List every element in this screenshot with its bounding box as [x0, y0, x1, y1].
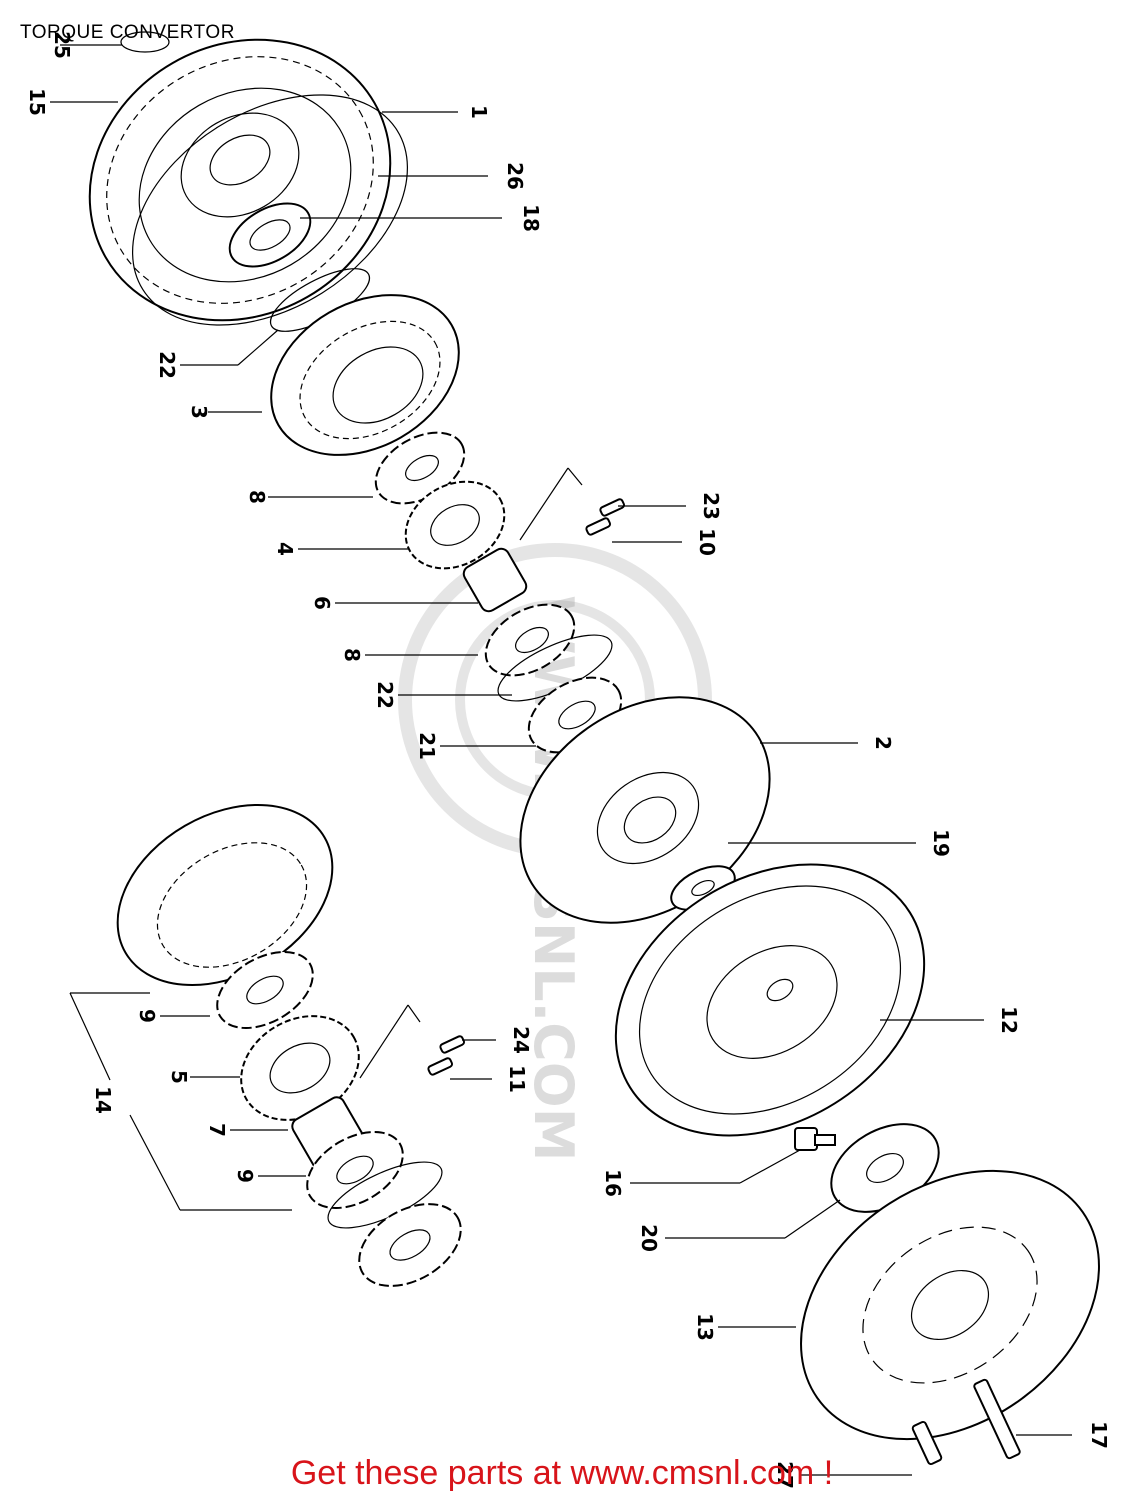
turbine-gear-part-15 — [88, 38, 392, 322]
plate-lower-left — [358, 1203, 462, 1287]
hub-part-6 — [462, 547, 528, 613]
pin-part-23 — [599, 498, 626, 517]
pin-part-10 — [585, 517, 612, 536]
callout-25: 25 — [50, 31, 74, 59]
callout-22-upper: 22 — [155, 351, 179, 379]
callout-26: 26 — [503, 162, 527, 190]
pin-part-24 — [439, 1035, 466, 1054]
callout-7: 7 — [205, 1123, 229, 1137]
callout-1: 1 — [467, 105, 491, 119]
callout-19: 19 — [929, 829, 953, 857]
callout-12: 12 — [997, 1006, 1021, 1034]
bolt-part-16 — [794, 1127, 836, 1151]
washer-part-9-lower — [306, 1131, 404, 1209]
cover-part-12 — [614, 863, 926, 1137]
callout-9-lower: 9 — [233, 1169, 257, 1183]
gear-part-4 — [404, 480, 506, 570]
callout-3: 3 — [187, 405, 211, 419]
bolt-part-17 — [973, 1378, 1021, 1460]
callout-2: 2 — [871, 736, 895, 750]
callout-17: 17 — [1087, 1421, 1111, 1449]
o-ring-part-25 — [120, 31, 170, 53]
diagram-title: TORQUE CONVERTOR — [20, 22, 235, 43]
footer-link-text[interactable]: Get these parts at www.cmsnl.com ! — [290, 1454, 834, 1492]
callout-11: 11 — [505, 1065, 529, 1093]
drive-plate-part-13 — [800, 1169, 1100, 1441]
callout-16: 16 — [601, 1169, 625, 1197]
stator-part-3 — [270, 294, 460, 456]
callout-22-lower: 22 — [373, 681, 397, 709]
callout-6: 6 — [310, 596, 334, 610]
callout-8-upper: 8 — [245, 490, 269, 504]
callout-4: 4 — [273, 542, 297, 556]
bearing-part-18 — [228, 202, 312, 268]
callout-8-lower: 8 — [340, 648, 364, 662]
callout-20: 20 — [637, 1224, 661, 1252]
bolt-part-27 — [911, 1420, 943, 1466]
pin-part-11 — [427, 1057, 454, 1076]
callout-24: 24 — [509, 1026, 533, 1054]
leader-lines — [50, 44, 1072, 1476]
seal-ring-part-26 — [132, 94, 408, 326]
washer-part-9-upper — [216, 951, 314, 1029]
callout-9-upper: 9 — [135, 1009, 159, 1023]
callout-14: 14 — [91, 1086, 115, 1114]
callout-18: 18 — [519, 204, 543, 232]
callout-labels: 25 15 1 26 18 22 3 8 23 4 10 6 8 22 21 2… — [25, 31, 1111, 1489]
callout-23: 23 — [699, 492, 723, 520]
callout-5: 5 — [167, 1070, 191, 1084]
callout-15: 15 — [25, 88, 49, 116]
callout-10: 10 — [695, 528, 719, 556]
callout-13: 13 — [693, 1313, 717, 1341]
callout-21: 21 — [415, 732, 439, 760]
washer-part-8-lower — [484, 603, 576, 677]
callout-27: 27 — [773, 1461, 797, 1489]
